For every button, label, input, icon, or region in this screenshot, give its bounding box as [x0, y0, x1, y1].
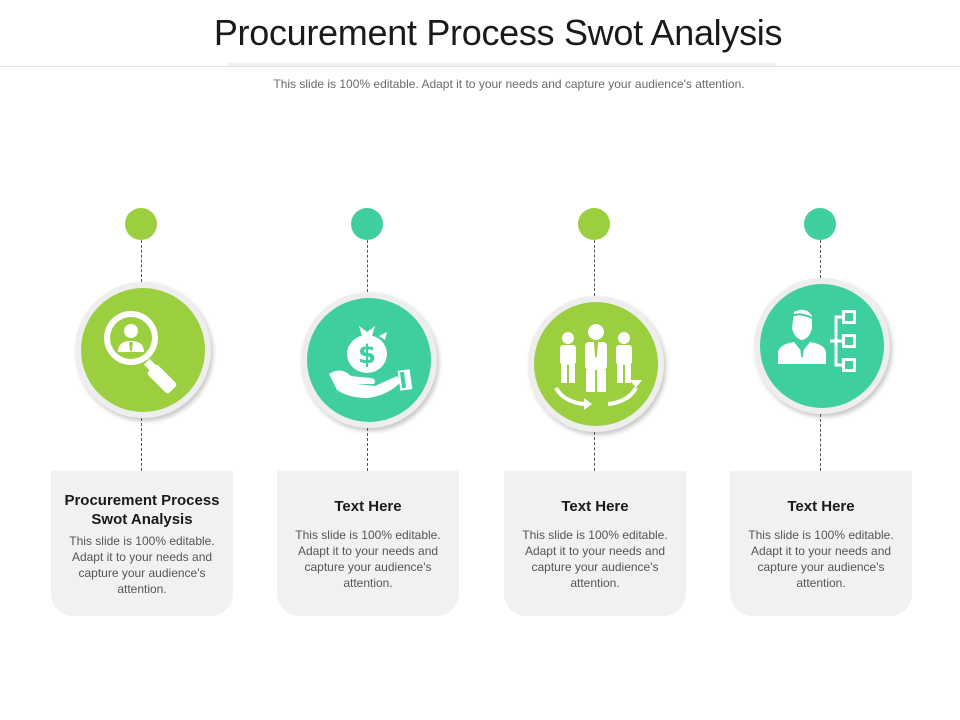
step-dot — [578, 208, 610, 240]
step-dot — [125, 208, 157, 240]
connector-line-top — [141, 240, 142, 282]
step-card: Text Here This slide is 100% editable. A… — [730, 471, 912, 616]
icon-ring — [754, 278, 890, 414]
connector-line-bottom — [820, 414, 821, 471]
icon-circle — [760, 284, 884, 408]
card-title: Text Here — [334, 498, 402, 515]
step-card: Text Here This slide is 100% editable. A… — [277, 471, 459, 616]
user-hierarchy-icon — [778, 309, 856, 372]
step-column-1: Procurement Process Swot Analysis This s… — [51, 0, 233, 720]
connector-line-top — [820, 240, 821, 278]
card-text: This slide is 100% editable. Adapt it to… — [69, 534, 215, 596]
step-column-3: Text Here This slide is 100% editable. A… — [504, 0, 686, 720]
team-cycle-icon — [554, 324, 642, 410]
card-title: Procurement Process Swot Analysis — [64, 492, 220, 528]
magnifier-user-icon — [104, 311, 177, 394]
step-column-4: Text Here This slide is 100% editable. A… — [730, 0, 912, 720]
hand-money-bag-icon: $ — [329, 326, 413, 398]
svg-text:$: $ — [358, 340, 376, 370]
icon-ring — [75, 282, 211, 418]
card-title: Text Here — [561, 498, 629, 515]
title-divider-accent — [228, 63, 776, 66]
icon-ring — [528, 296, 664, 432]
icon-circle — [534, 302, 658, 426]
step-card: Text Here This slide is 100% editable. A… — [504, 471, 686, 616]
page-title: Procurement Process Swot Analysis — [213, 12, 783, 53]
connector-line-bottom — [594, 432, 595, 471]
connector-line-top — [367, 240, 368, 292]
page-subtitle: This slide is 100% editable. Adapt it to… — [273, 77, 745, 91]
card-text: This slide is 100% editable. Adapt it to… — [522, 528, 668, 590]
connector-line-bottom — [367, 428, 368, 471]
step-column-2: $ Text Here This slide is 100% editable.… — [277, 0, 459, 720]
card-text: This slide is 100% editable. Adapt it to… — [748, 528, 894, 590]
icon-ring: $ — [301, 292, 437, 428]
icon-circle — [81, 288, 205, 412]
icon-circle: $ — [307, 298, 431, 422]
card-text: This slide is 100% editable. Adapt it to… — [295, 528, 441, 590]
connector-line-bottom — [141, 418, 142, 471]
step-card: Procurement Process Swot Analysis This s… — [51, 471, 233, 616]
step-dot — [351, 208, 383, 240]
connector-line-top — [594, 240, 595, 296]
step-dot — [804, 208, 836, 240]
card-title: Text Here — [787, 498, 855, 515]
title-divider — [0, 66, 960, 67]
